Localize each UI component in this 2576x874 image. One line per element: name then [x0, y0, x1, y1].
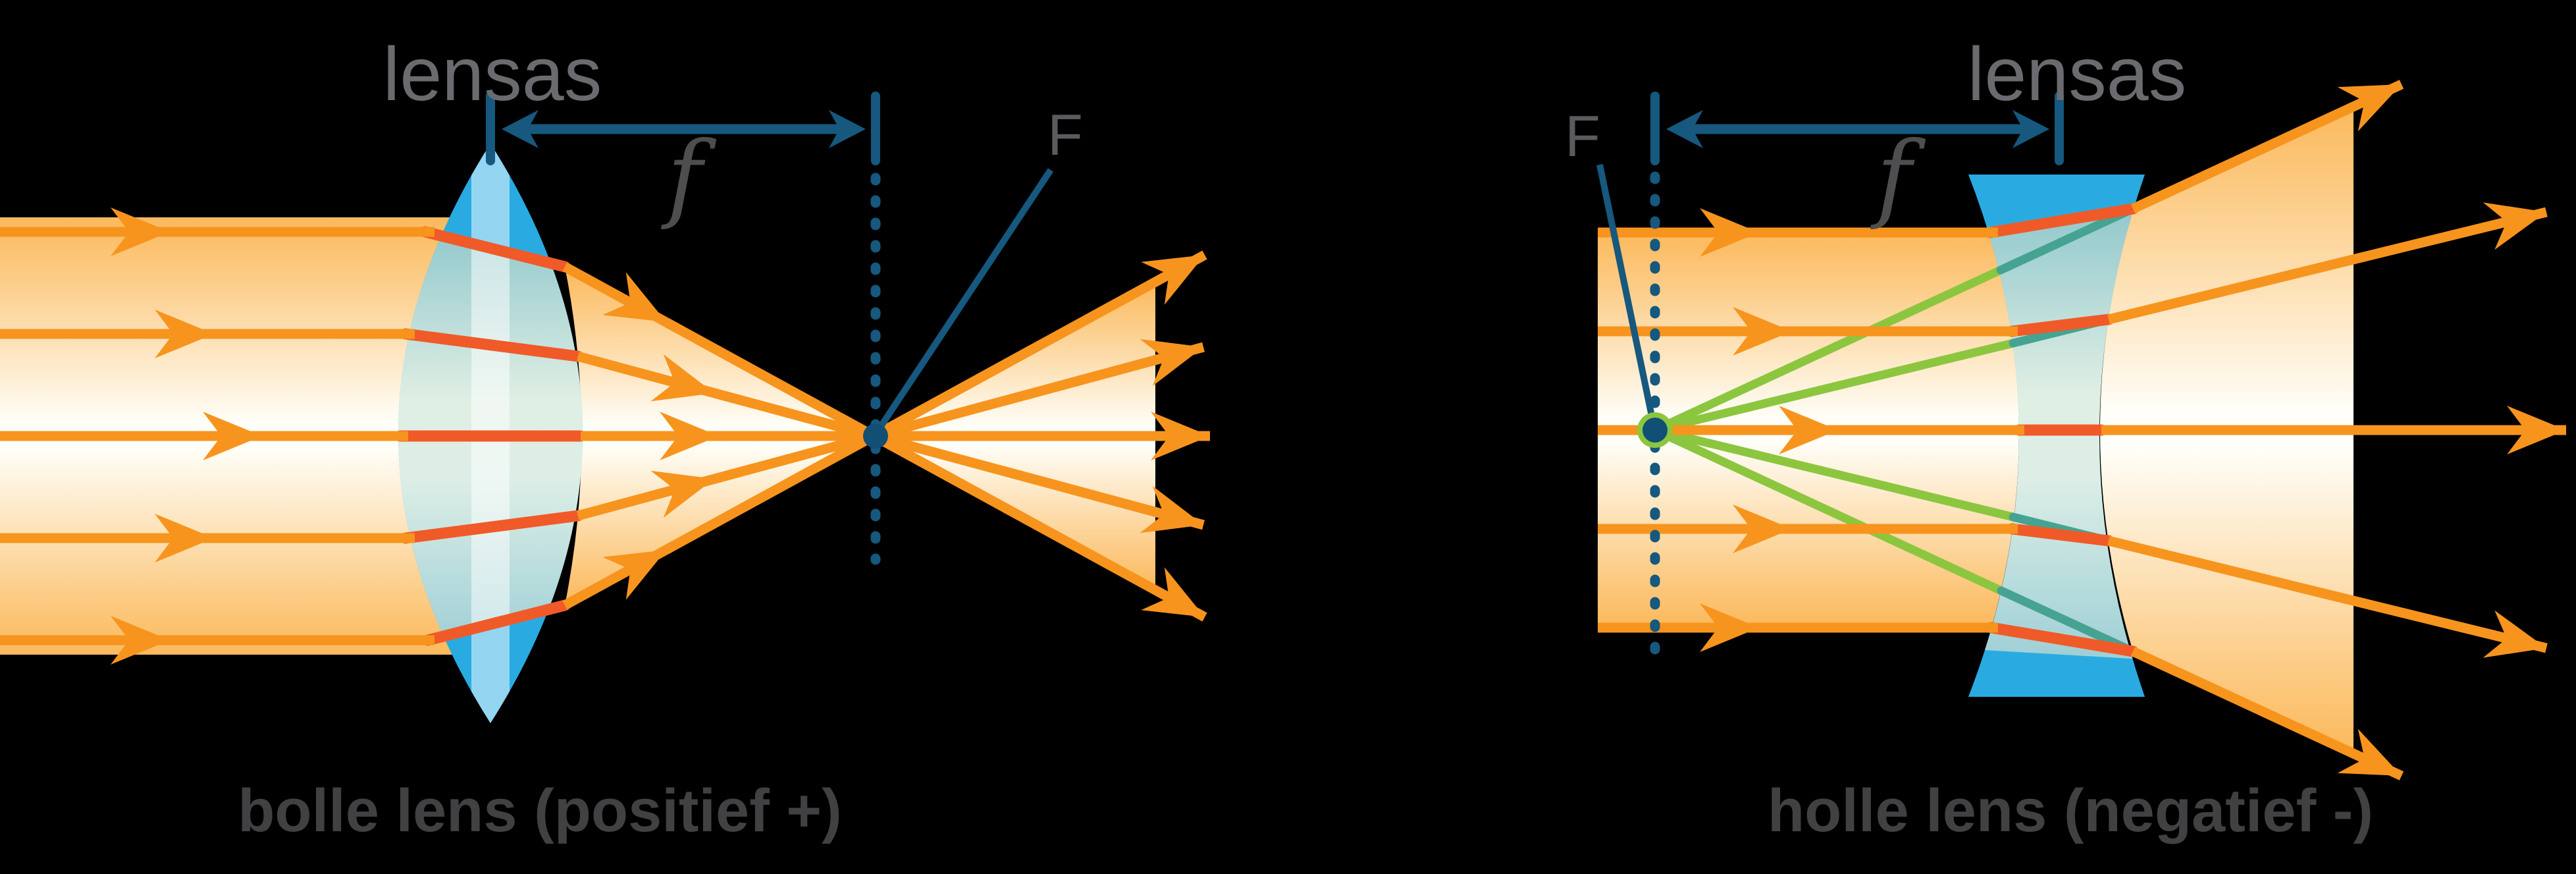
- concave-diverging-rays: [2101, 80, 2566, 780]
- concave-focal-point-dot: [1643, 418, 1668, 443]
- concave-lens-axis-label: lensas: [1968, 32, 2186, 117]
- convex-in-lens-ray-segments: [394, 226, 587, 646]
- concave-caption: holle lens (negatief -): [1768, 777, 2373, 844]
- convex-focal-point-dot: [863, 423, 888, 449]
- concave-focal-length-label: f: [1870, 121, 1926, 232]
- concave-in-lens-ray-segments: [1984, 203, 2139, 657]
- concave-lens-diagram: lensas f F holle lens (negatief -): [1565, 32, 2566, 844]
- convex-lens-diagram: lensas f F bolle lens (positief +): [0, 32, 1217, 844]
- concave-F-pointer-line: [1596, 163, 1657, 427]
- concave-focal-point-label: F: [1565, 103, 1600, 169]
- convex-caption: bolle lens (positief +): [238, 777, 842, 844]
- concave-focal-length-dimension: [1650, 92, 2064, 165]
- convex-lens-axis-label: lensas: [383, 32, 602, 117]
- convex-F-pointer-line: [874, 168, 1054, 433]
- convex-focal-point-label: F: [1047, 102, 1083, 167]
- virtual-rays-green: [1650, 265, 2018, 595]
- convex-focal-length-dimension: [486, 92, 880, 165]
- convex-focal-length-label: f: [661, 121, 717, 232]
